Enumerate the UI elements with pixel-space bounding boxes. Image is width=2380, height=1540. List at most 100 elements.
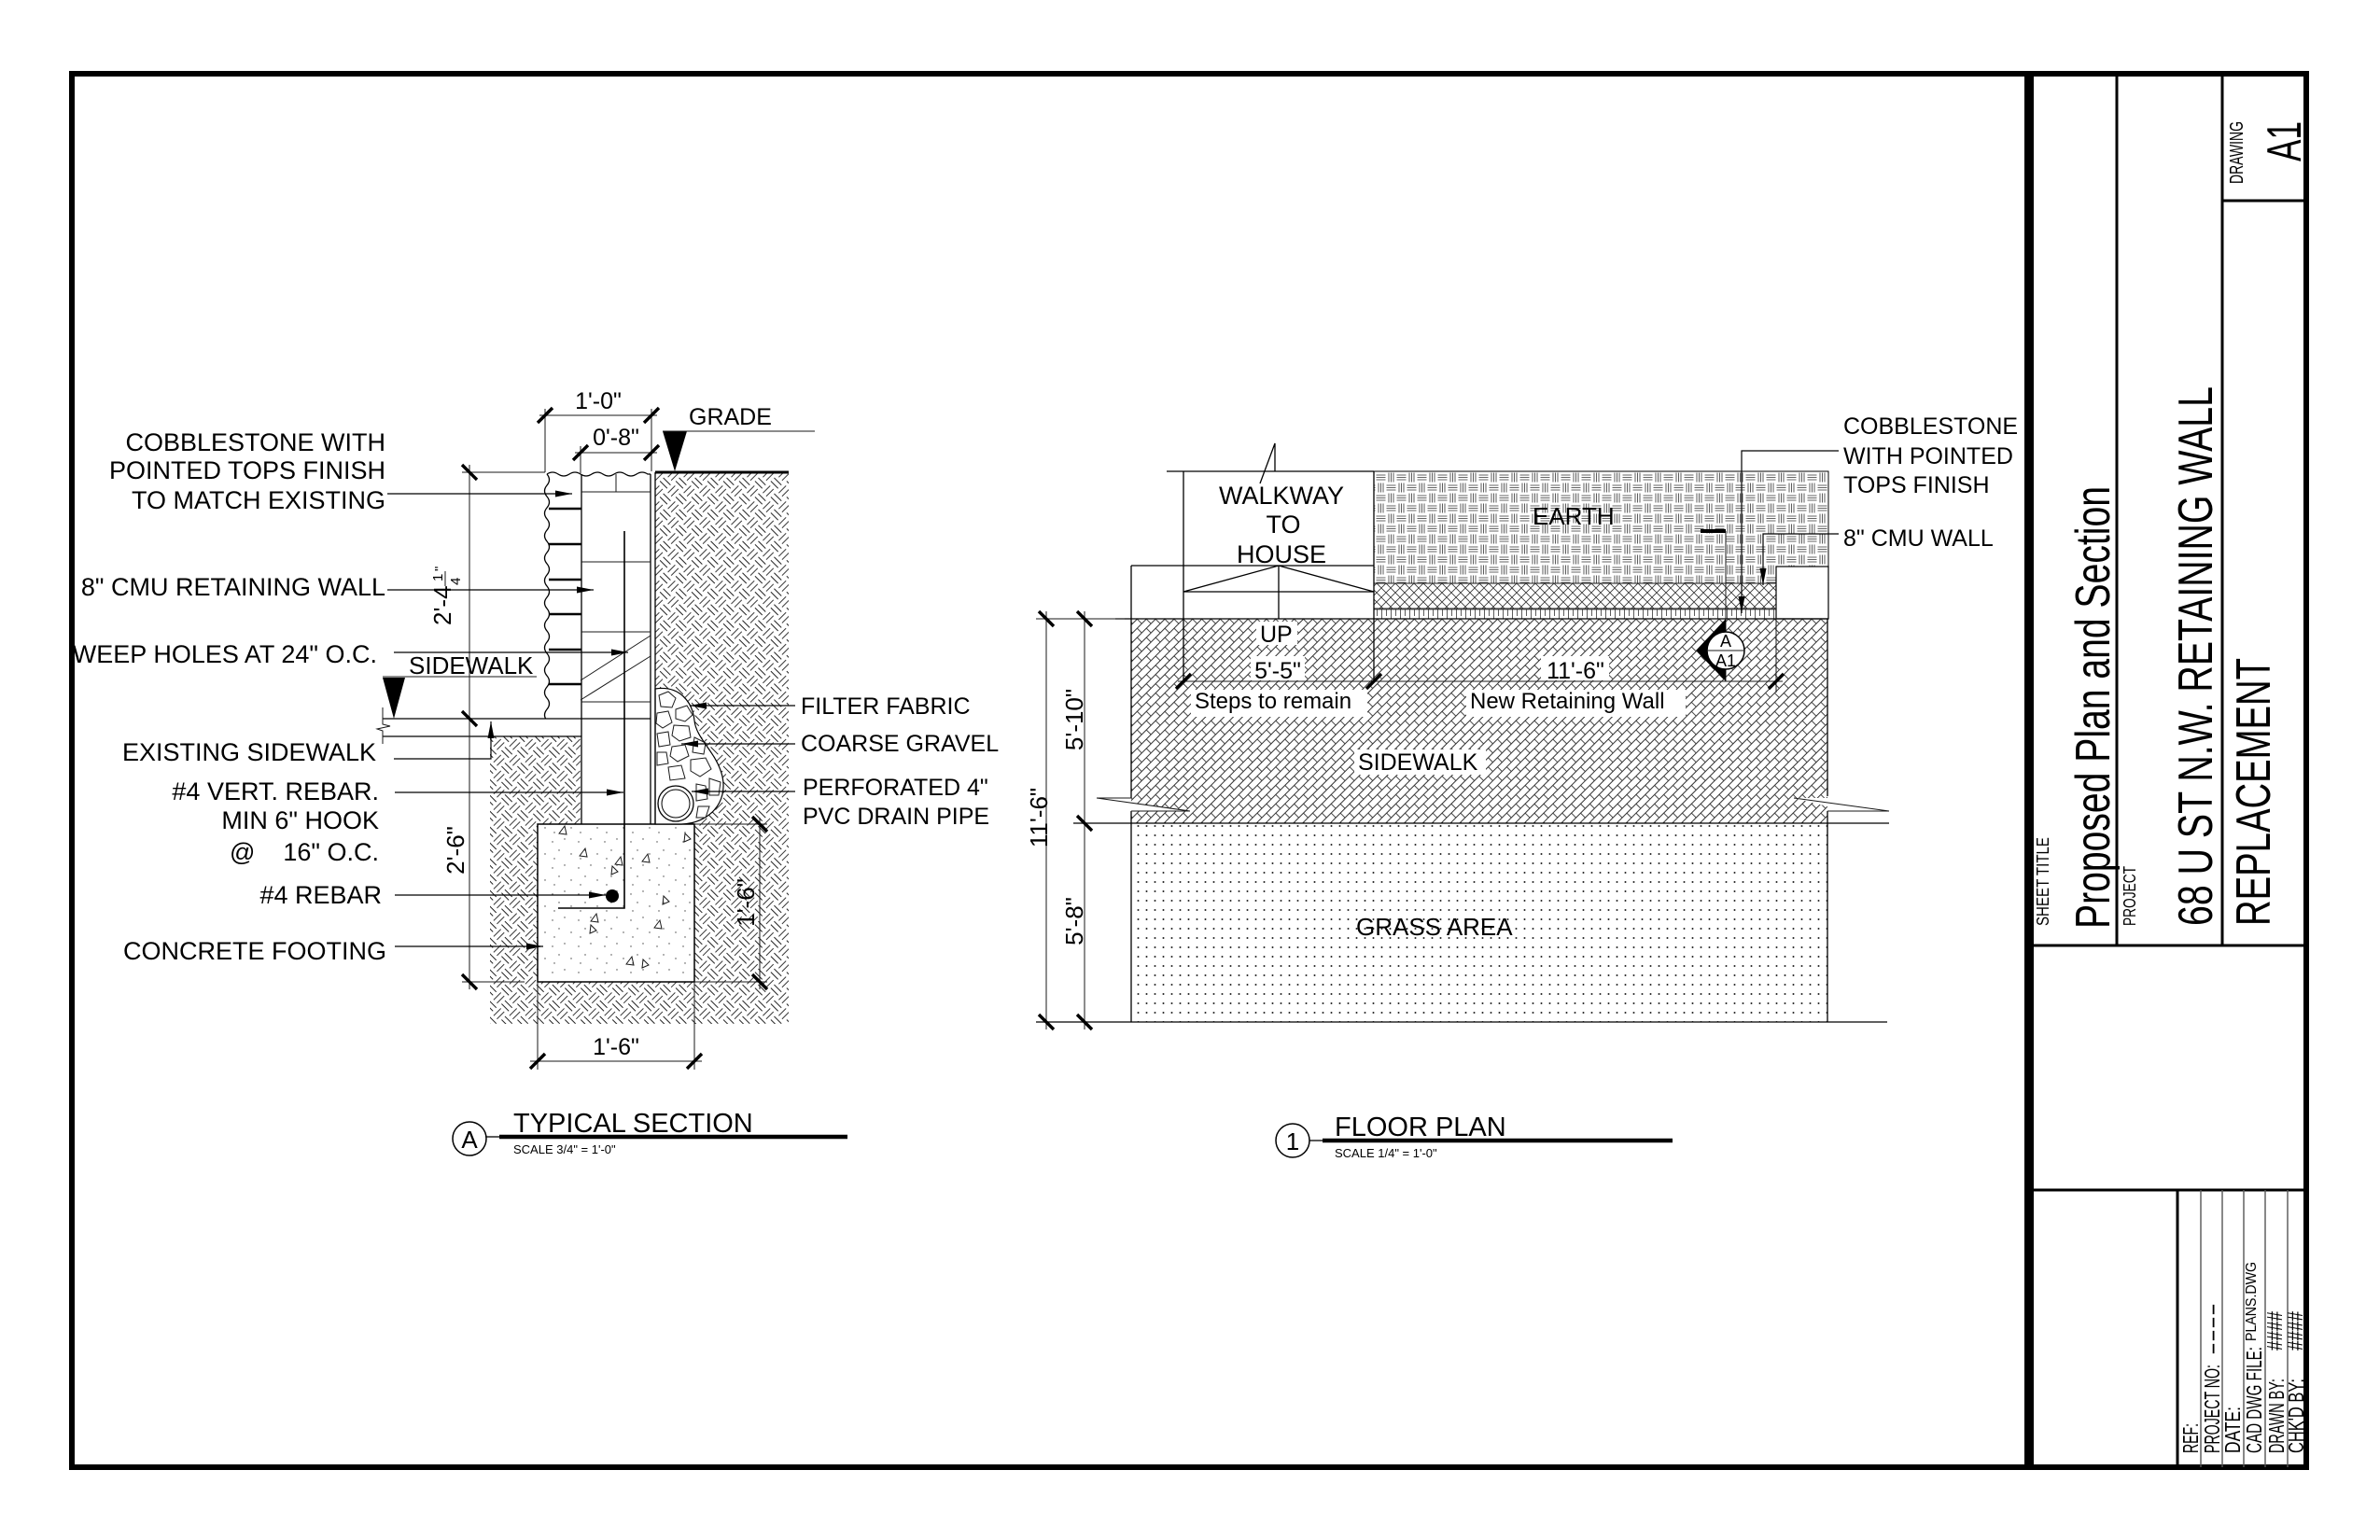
callout-existing-sidewalk: EXISTING SIDEWALK — [122, 738, 376, 766]
title-block-fields: REF: PROJECT NO: ---- DATE: CAD DWG FILE… — [2178, 1262, 2308, 1453]
project-label: PROJECT — [2121, 866, 2139, 926]
title-block: SHEET TITLE Proposed Plan and Section PR… — [2034, 74, 2312, 1467]
label-grass-area: GRASS AREA — [1356, 913, 1513, 941]
field-ref-label: REF: — [2178, 1423, 2203, 1453]
dim-cmu-width: 0'-8" — [593, 425, 639, 451]
dim-footing-width: 1'-6" — [593, 1034, 639, 1060]
label-backing — [1191, 690, 1367, 717]
dim-wall-width: 1'-0" — [575, 388, 622, 414]
cmu-wall-band — [1374, 609, 1776, 619]
label-backing — [1354, 749, 1486, 775]
dim-wall-length: 11'-6" — [1547, 658, 1604, 684]
leader-existing-sidewalk — [394, 721, 495, 760]
plan-marker-number: 1 — [1286, 1127, 1299, 1155]
project-name-line-2: REPLACEMENT — [2227, 658, 2281, 926]
label-backing — [1541, 656, 1609, 680]
field-checked-by-value: #### — [2283, 1311, 2307, 1351]
heading-title: FLOOR PLAN — [1335, 1113, 1506, 1142]
break-line — [375, 707, 391, 744]
plan-heading: 1 FLOOR PLAN SCALE 1/4" = 1'-0" — [1275, 1113, 1673, 1160]
section-marker-sheet: A1 — [1715, 651, 1736, 670]
label-new-retaining-wall: New Retaining Wall — [1470, 689, 1665, 714]
field-project-no-value: ---- — [2200, 1303, 2224, 1355]
footing-aggregate — [558, 824, 692, 969]
label-backing — [1251, 656, 1305, 680]
callout-plan-cobblestone-line-1: COBBLESTONE — [1843, 413, 2018, 440]
label-up: UP — [1260, 622, 1293, 648]
callout-footing: CONCRETE FOOTING — [123, 937, 386, 965]
section-dimensions: 1'-0" 0'-8" 2'-4 1 4 " 2'-6" 1'-6" 1'-6" — [428, 388, 769, 1071]
dimension-tick — [460, 463, 479, 991]
label-steps-to-remain: Steps to remain — [1195, 689, 1351, 714]
sidewalk-level-marker — [383, 678, 405, 719]
callout-coarse-gravel: COARSE GRAVEL — [801, 731, 999, 757]
callout-rebar: #4 REBAR — [259, 881, 382, 909]
dim-grass-depth: 5'-8" — [1060, 897, 1088, 945]
label-walkway-line-2: TO — [1266, 511, 1300, 539]
leader-plan-cmu-wall — [1759, 533, 1839, 585]
callout-plan-cobblestone-line-3: TOPS FINISH — [1843, 472, 1990, 498]
callout-vert-rebar-line-3: @ 16" O.C. — [230, 838, 379, 866]
cobblestone-joints — [549, 507, 581, 686]
leader-plan-cobblestone — [1738, 450, 1839, 613]
project-name-line-1: 68 U ST N.W. RETAINING WALL — [2169, 386, 2223, 926]
cobblestone-band — [1374, 583, 1776, 609]
walkway-break-symbol — [1259, 442, 1276, 484]
dim-wall-height-upper-whole: 2'-4 — [428, 585, 456, 625]
wall-end-block — [1775, 566, 1829, 620]
weep-hole — [580, 635, 651, 701]
drawing-number: A1 — [2258, 121, 2312, 161]
cmu-joints — [581, 491, 651, 703]
heading-title: TYPICAL SECTION — [513, 1109, 753, 1139]
callout-drain-pipe-line-1: PERFORATED 4" — [803, 775, 988, 801]
floor-plan-drawing: 11'-6" 5'-10" 5'-8" WALKWAY TO HOUSE EAR… — [1025, 413, 2018, 1160]
label-walkway-line-3: HOUSE — [1237, 540, 1326, 568]
section-marker-detail: A — [1720, 632, 1731, 651]
label-walkway-line-1: WALKWAY — [1219, 482, 1344, 510]
dim-wall-height-upper-denominator: 4 — [448, 578, 464, 585]
callout-filter-fabric: FILTER FABRIC — [801, 693, 971, 720]
callout-weep-holes: WEEP HOLES AT 24" O.C. — [73, 640, 377, 668]
callout-cobblestone-line-1: COBBLESTONE WITH — [125, 428, 385, 456]
field-project-no-label: PROJECT NO: — [2200, 1365, 2224, 1453]
field-drawn-by-label: DRAWN BY: — [2264, 1379, 2289, 1453]
dim-steps-width: 5'-5" — [1254, 658, 1301, 684]
grass-area — [1131, 823, 1827, 1022]
callout-vert-rebar-line-1: #4 VERT. REBAR. — [172, 777, 379, 805]
drawing-label: DRAWING — [2227, 121, 2247, 184]
dim-wall-height-upper-numerator: 1 — [430, 574, 446, 581]
label-sidewalk: SIDEWALK — [409, 651, 534, 679]
dimension-tick — [571, 443, 661, 462]
callout-cobblestone-line-3: TO MATCH EXISTING — [132, 486, 385, 514]
callout-cmu-wall: 8" CMU RETAINING WALL — [81, 573, 385, 601]
field-checked-by-label: CHK'D BY: — [2284, 1379, 2308, 1453]
dim-wall-height-upper-unit: " — [432, 567, 448, 571]
outer-border — [69, 71, 2309, 1470]
dimension-tick — [750, 815, 769, 991]
label-earth: EARTH — [1533, 502, 1615, 530]
plan-dimensions: 11'-6" 5'-10" 5'-8" — [1025, 609, 1785, 1031]
dim-sidewalk-depth: 5'-10" — [1060, 689, 1088, 750]
break-symbol-left — [1096, 797, 1191, 812]
cobblestone-face — [543, 473, 551, 721]
sheet-title: Proposed Plan and Section — [2066, 486, 2121, 929]
break-wedge-right — [1794, 798, 1827, 806]
field-cad-file-label: CAD DWG FILE: — [2242, 1347, 2266, 1453]
horizontal-rebar — [606, 889, 619, 903]
dimension-tick — [528, 1052, 704, 1071]
callout-drain-pipe-line-2: PVC DRAIN PIPE — [803, 804, 989, 830]
dim-overall-depth: 11'-6" — [1025, 788, 1053, 847]
detail-marker-circle — [452, 1121, 487, 1156]
section-heading: A TYPICAL SECTION SCALE 3/4" = 1'-0" — [452, 1109, 847, 1156]
existing-sidewalk-slab — [383, 719, 581, 736]
heading-scale: SCALE 3/4" = 1'-0" — [513, 1142, 616, 1156]
callout-plan-cmu-wall: 8" CMU WALL — [1843, 525, 1994, 552]
callout-cobblestone-line-2: POINTED TOPS FINISH — [109, 456, 385, 484]
drain-pipe-inner — [661, 789, 691, 819]
drain-pipe — [657, 785, 694, 822]
label-backing — [1466, 690, 1686, 717]
label-sidewalk: SIDEWALK — [1358, 749, 1478, 776]
typical-section-drawing: 1'-0" 0'-8" 2'-4 1 4 " 2'-6" 1'-6" 1'-6"… — [73, 388, 999, 1156]
wall-top-cap — [546, 471, 651, 477]
